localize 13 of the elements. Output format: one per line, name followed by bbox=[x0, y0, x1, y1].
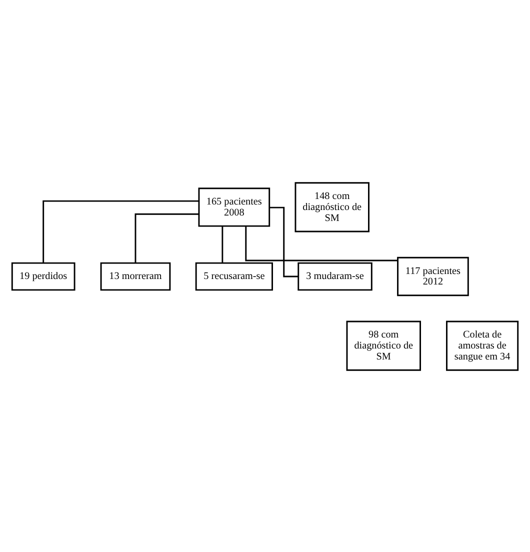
node-box: 98 com diagnóstico de SM bbox=[346, 320, 421, 370]
node-box: 3 mudaram-se bbox=[298, 262, 372, 290]
node-box: 19 perdidos bbox=[11, 262, 76, 290]
node-box: 5 recusaram-se bbox=[195, 262, 273, 290]
node-box: 13 morreram bbox=[100, 262, 171, 290]
node-box: 148 com diagnóstico de SM bbox=[294, 182, 370, 232]
node-box: Coleta de amostras de sangue em 34 bbox=[446, 320, 519, 370]
node-box: 165 pacientes 2008 bbox=[198, 187, 270, 226]
connector bbox=[222, 226, 224, 262]
connector bbox=[134, 212, 199, 262]
connector bbox=[42, 200, 199, 262]
connector bbox=[245, 226, 398, 261]
node-box: 117 pacientes 2012 bbox=[397, 256, 469, 296]
